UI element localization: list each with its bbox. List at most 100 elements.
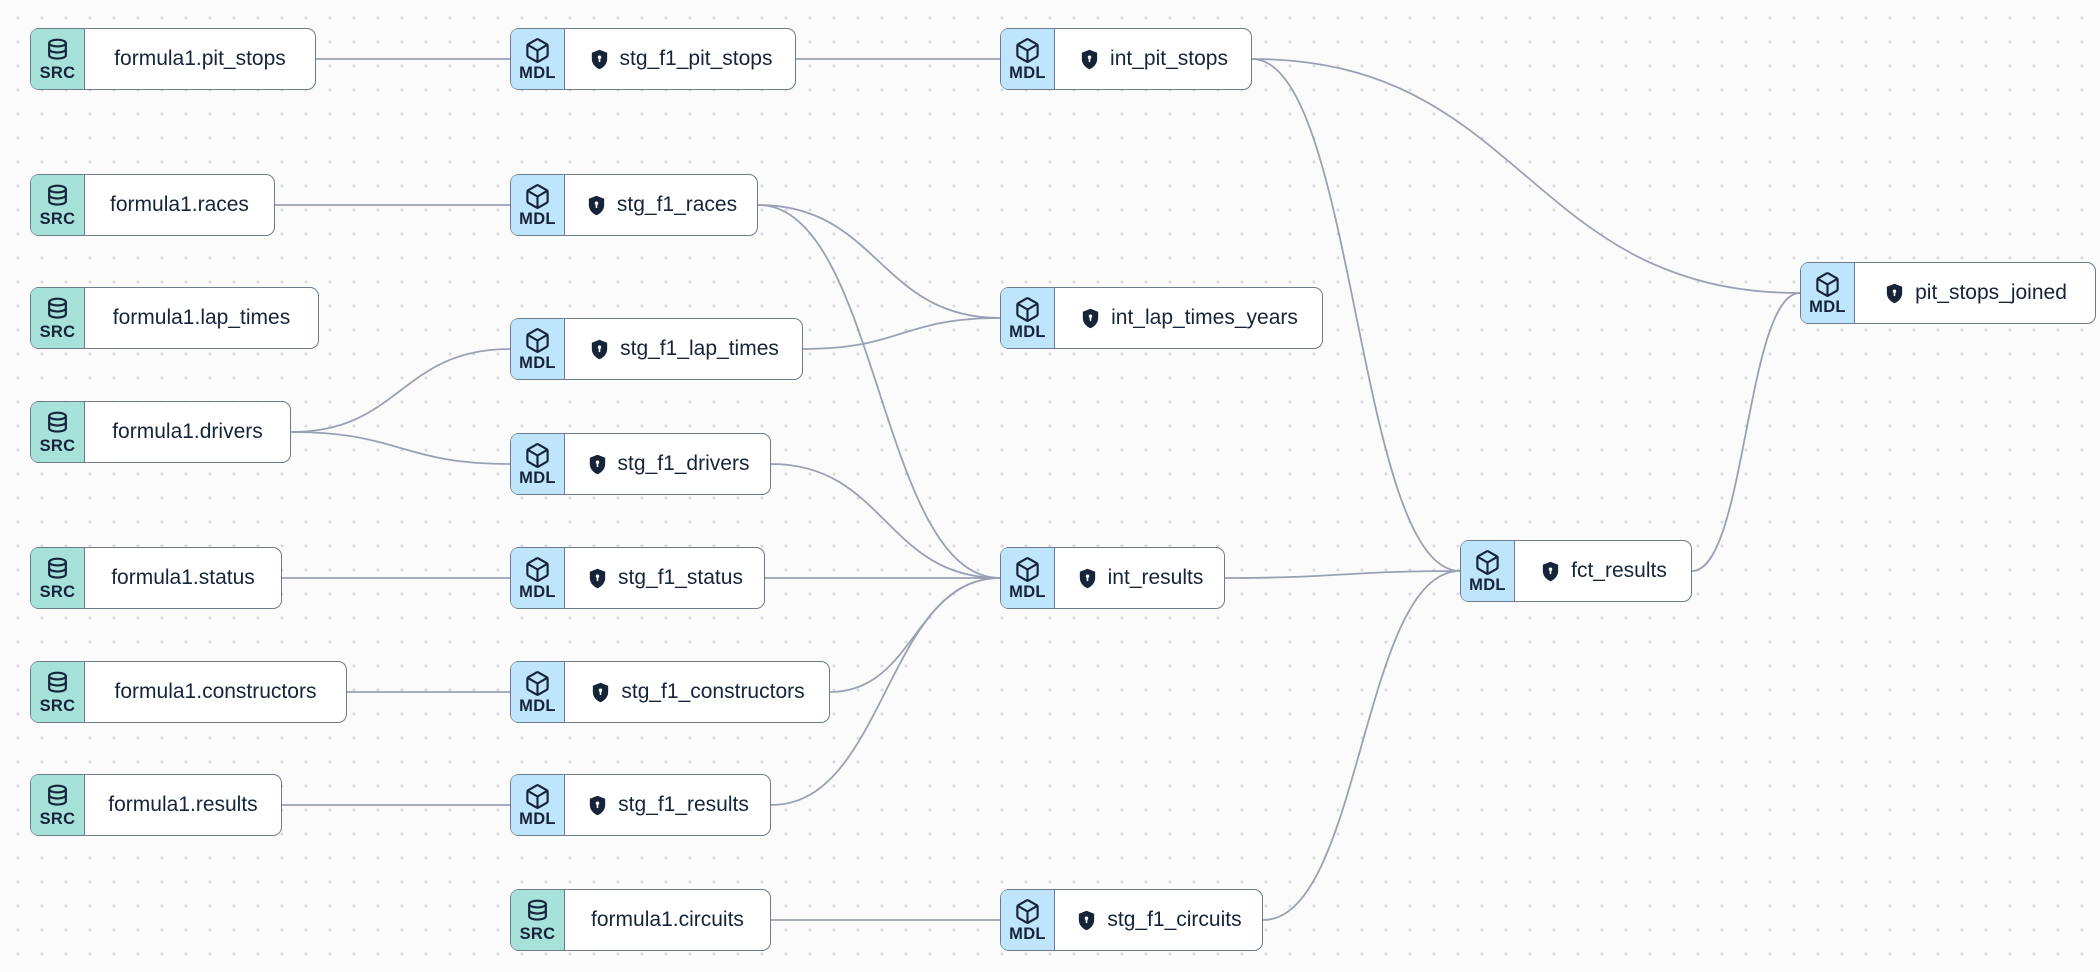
node-body: formula1.circuits xyxy=(565,890,770,950)
database-icon xyxy=(48,784,67,806)
badge-label: SRC xyxy=(39,322,76,341)
node-body: stg_f1_lap_times xyxy=(565,319,802,379)
node-body: formula1.drivers xyxy=(85,402,290,462)
edge-stg_f1_constructors-to-int_results xyxy=(829,577,1001,693)
shield-icon xyxy=(1081,49,1098,69)
node-int_lap_times_years[interactable]: MDL int_lap_times_years xyxy=(1000,287,1323,349)
database-icon xyxy=(48,557,67,579)
node-stg_f1_drivers[interactable]: MDL stg_f1_drivers xyxy=(510,433,771,495)
edge-int_pit_stops-to-pit_stops_joined xyxy=(1251,58,1801,294)
node-fct_results[interactable]: MDL fct_results xyxy=(1460,540,1692,602)
badge-label: SRC xyxy=(39,63,76,82)
mdl-badge: MDL xyxy=(511,434,565,494)
mdl-badge: MDL xyxy=(511,548,565,608)
node-label: int_lap_times_years xyxy=(1111,306,1298,329)
node-body: formula1.constructors xyxy=(85,662,346,722)
node-stg_f1_constructors[interactable]: MDL stg_f1_constructors xyxy=(510,661,830,723)
node-formula1.pit_stops[interactable]: SRC formula1.pit_stops xyxy=(30,28,316,90)
node-formula1.circuits[interactable]: SRC formula1.circuits xyxy=(510,889,771,951)
node-body: stg_f1_constructors xyxy=(565,662,829,722)
node-body: formula1.status xyxy=(85,548,281,608)
cube-icon xyxy=(1016,898,1039,924)
node-label: stg_f1_drivers xyxy=(617,452,750,475)
node-body: int_lap_times_years xyxy=(1055,288,1322,348)
node-label: stg_f1_constructors xyxy=(621,680,805,703)
node-body: stg_f1_pit_stops xyxy=(565,29,795,89)
node-body: stg_f1_drivers xyxy=(565,434,770,494)
shield-icon xyxy=(589,568,606,588)
node-label: stg_f1_results xyxy=(618,793,749,816)
edge-stg_f1_results-to-int_results xyxy=(770,577,1001,806)
src-badge: SRC xyxy=(31,402,85,462)
cube-icon xyxy=(526,442,549,468)
mdl-badge: MDL xyxy=(1801,263,1855,323)
edge-stg_f1_drivers-to-int_results xyxy=(770,463,1001,579)
shield-icon xyxy=(1542,561,1559,581)
shield-icon xyxy=(1079,910,1095,930)
node-body: formula1.pit_stops xyxy=(85,29,315,89)
mdl-badge: MDL xyxy=(511,319,565,379)
node-label: stg_f1_status xyxy=(618,566,743,589)
cube-icon xyxy=(526,183,549,209)
edge-formula1.drivers-to-stg_f1_lap_times xyxy=(290,348,511,433)
node-body: stg_f1_races xyxy=(565,175,757,235)
node-body: formula1.races xyxy=(85,175,274,235)
badge-label: SRC xyxy=(39,436,76,455)
mdl-badge: MDL xyxy=(1001,890,1055,950)
node-stg_f1_lap_times[interactable]: MDL stg_f1_lap_times xyxy=(510,318,803,380)
edge-stg_f1_races-to-int_lap_times_years xyxy=(757,204,1001,319)
node-stg_f1_results[interactable]: MDL stg_f1_results xyxy=(510,774,771,836)
badge-label: MDL xyxy=(519,468,556,487)
shield-icon xyxy=(588,195,605,215)
node-label: stg_f1_circuits xyxy=(1107,908,1242,931)
node-body: int_results xyxy=(1055,548,1224,608)
badge-label: MDL xyxy=(519,63,556,82)
mdl-badge: MDL xyxy=(1001,548,1055,608)
node-label: fct_results xyxy=(1571,559,1667,582)
src-badge: SRC xyxy=(31,29,85,89)
mdl-badge: MDL xyxy=(511,29,565,89)
cube-icon xyxy=(1816,271,1839,297)
badge-label: MDL xyxy=(1809,297,1846,316)
node-stg_f1_circuits[interactable]: MDL stg_f1_circuits xyxy=(1000,889,1263,951)
badge-label: SRC xyxy=(519,924,556,943)
cube-icon xyxy=(526,783,549,809)
badge-label: MDL xyxy=(519,209,556,228)
src-badge: SRC xyxy=(31,775,85,835)
node-body: stg_f1_status xyxy=(565,548,764,608)
mdl-badge: MDL xyxy=(1461,541,1515,601)
node-formula1.results[interactable]: SRC formula1.results xyxy=(30,774,282,836)
node-label: int_results xyxy=(1107,566,1204,589)
database-icon xyxy=(528,899,547,921)
badge-label: MDL xyxy=(1009,322,1046,341)
mdl-badge: MDL xyxy=(511,775,565,835)
node-body: formula1.results xyxy=(85,775,281,835)
edge-stg_f1_lap_times-to-int_lap_times_years xyxy=(802,317,1001,350)
node-label: formula1.drivers xyxy=(112,420,263,443)
src-badge: SRC xyxy=(31,175,85,235)
badge-label: MDL xyxy=(519,696,556,715)
node-label: stg_f1_races xyxy=(616,193,738,216)
node-label: stg_f1_lap_times xyxy=(620,337,779,360)
mdl-badge: MDL xyxy=(511,175,565,235)
node-label: formula1.results xyxy=(108,793,258,816)
src-badge: SRC xyxy=(31,662,85,722)
mdl-badge: MDL xyxy=(511,662,565,722)
node-int_results[interactable]: MDL int_results xyxy=(1000,547,1225,609)
edge-stg_f1_races-to-int_results xyxy=(757,204,1001,579)
node-body: stg_f1_circuits xyxy=(1055,890,1262,950)
badge-label: MDL xyxy=(519,582,556,601)
node-stg_f1_pit_stops[interactable]: MDL stg_f1_pit_stops xyxy=(510,28,796,90)
node-formula1.drivers[interactable]: SRC formula1.drivers xyxy=(30,401,291,463)
node-body: fct_results xyxy=(1515,541,1691,601)
node-stg_f1_races[interactable]: MDL stg_f1_races xyxy=(510,174,758,236)
cube-icon xyxy=(526,327,549,353)
node-stg_f1_status[interactable]: MDL stg_f1_status xyxy=(510,547,765,609)
